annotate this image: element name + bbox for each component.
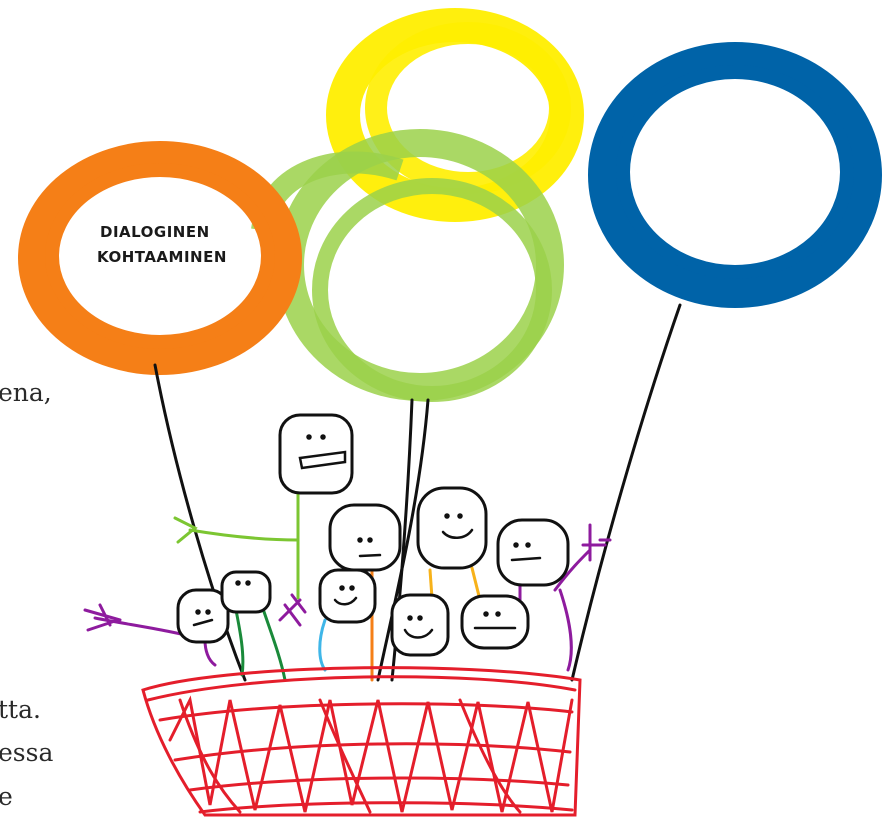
face-1 [280, 415, 352, 493]
text-fragment-d: e [0, 782, 13, 811]
basket [143, 668, 580, 815]
face-2 [330, 505, 400, 570]
face-4 [498, 520, 568, 585]
face-3 [418, 488, 486, 568]
face-7 [320, 570, 375, 622]
yellow-balloon [343, 25, 567, 205]
text-fragment-b: tta. [0, 695, 41, 724]
blue-balloon [603, 57, 867, 293]
face-8 [392, 595, 448, 655]
balloon-label-line2: KOHTAAMINEN [97, 248, 227, 266]
face-9 [462, 596, 528, 648]
face-6 [222, 572, 270, 612]
text-fragment-c: essa [0, 738, 53, 767]
text-fragment-a: ena, [0, 378, 52, 407]
green-balloon [262, 143, 550, 394]
balloon-label-line1: DIALOGINEN [100, 223, 210, 241]
